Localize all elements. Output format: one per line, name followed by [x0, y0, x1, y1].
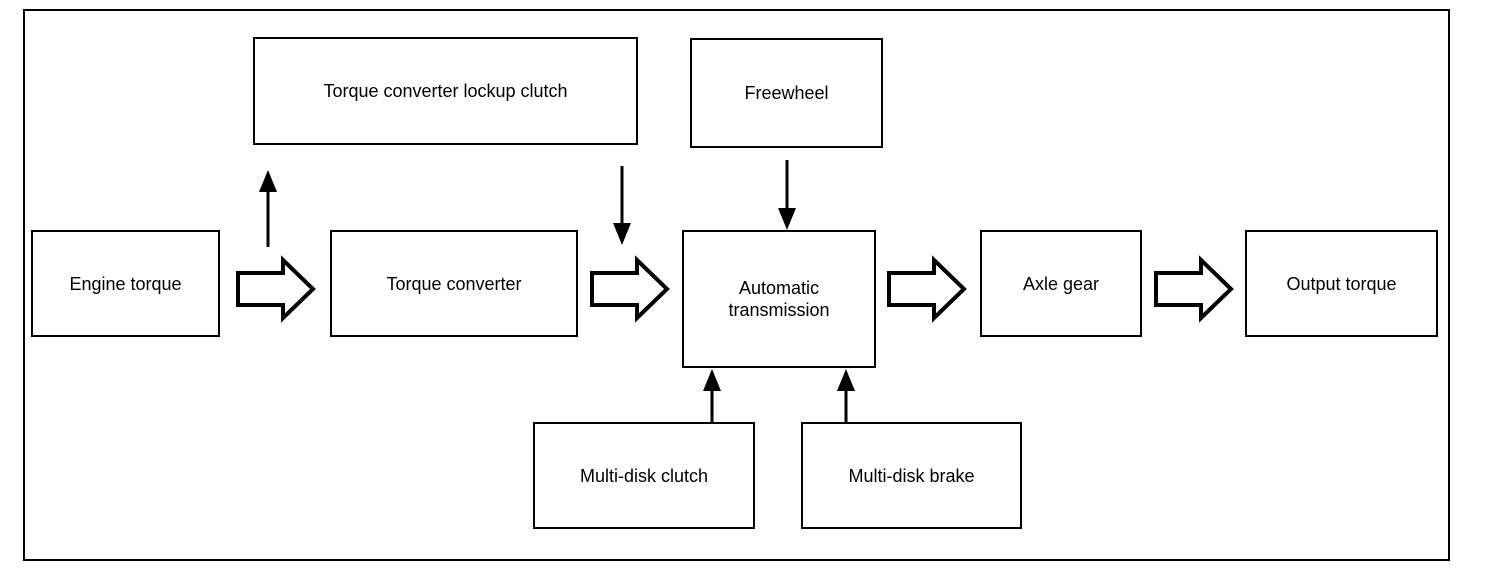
node-label: Freewheel: [744, 83, 829, 103]
node-multi-disk-brake: Multi-disk brake: [801, 422, 1022, 529]
node-label: Multi-disk clutch: [579, 465, 709, 486]
node-torque-converter: Torque converter: [330, 230, 578, 337]
node-label: Multi-disk brake: [848, 465, 975, 486]
node-freewheel: Freewheel: [690, 38, 883, 148]
node-label: Output torque: [1286, 273, 1397, 294]
node-label: Engine torque: [69, 273, 182, 294]
node-automatic-transmission: Automatic transmission: [682, 230, 876, 368]
node-multi-disk-clutch: Multi-disk clutch: [533, 422, 755, 529]
diagram-outer-border: [23, 9, 1450, 561]
node-torque-converter-lockup-clutch: Torque converter lockup clutch: [253, 37, 638, 145]
node-label: Automatic transmission: [728, 278, 830, 320]
node-output-torque: Output torque: [1245, 230, 1438, 337]
node-axle-gear: Axle gear: [980, 230, 1142, 337]
node-label: Torque converter lockup clutch: [323, 81, 568, 101]
node-label: Axle gear: [1022, 273, 1100, 294]
node-label: Torque converter: [386, 273, 522, 294]
node-engine-torque: Engine torque: [31, 230, 220, 337]
